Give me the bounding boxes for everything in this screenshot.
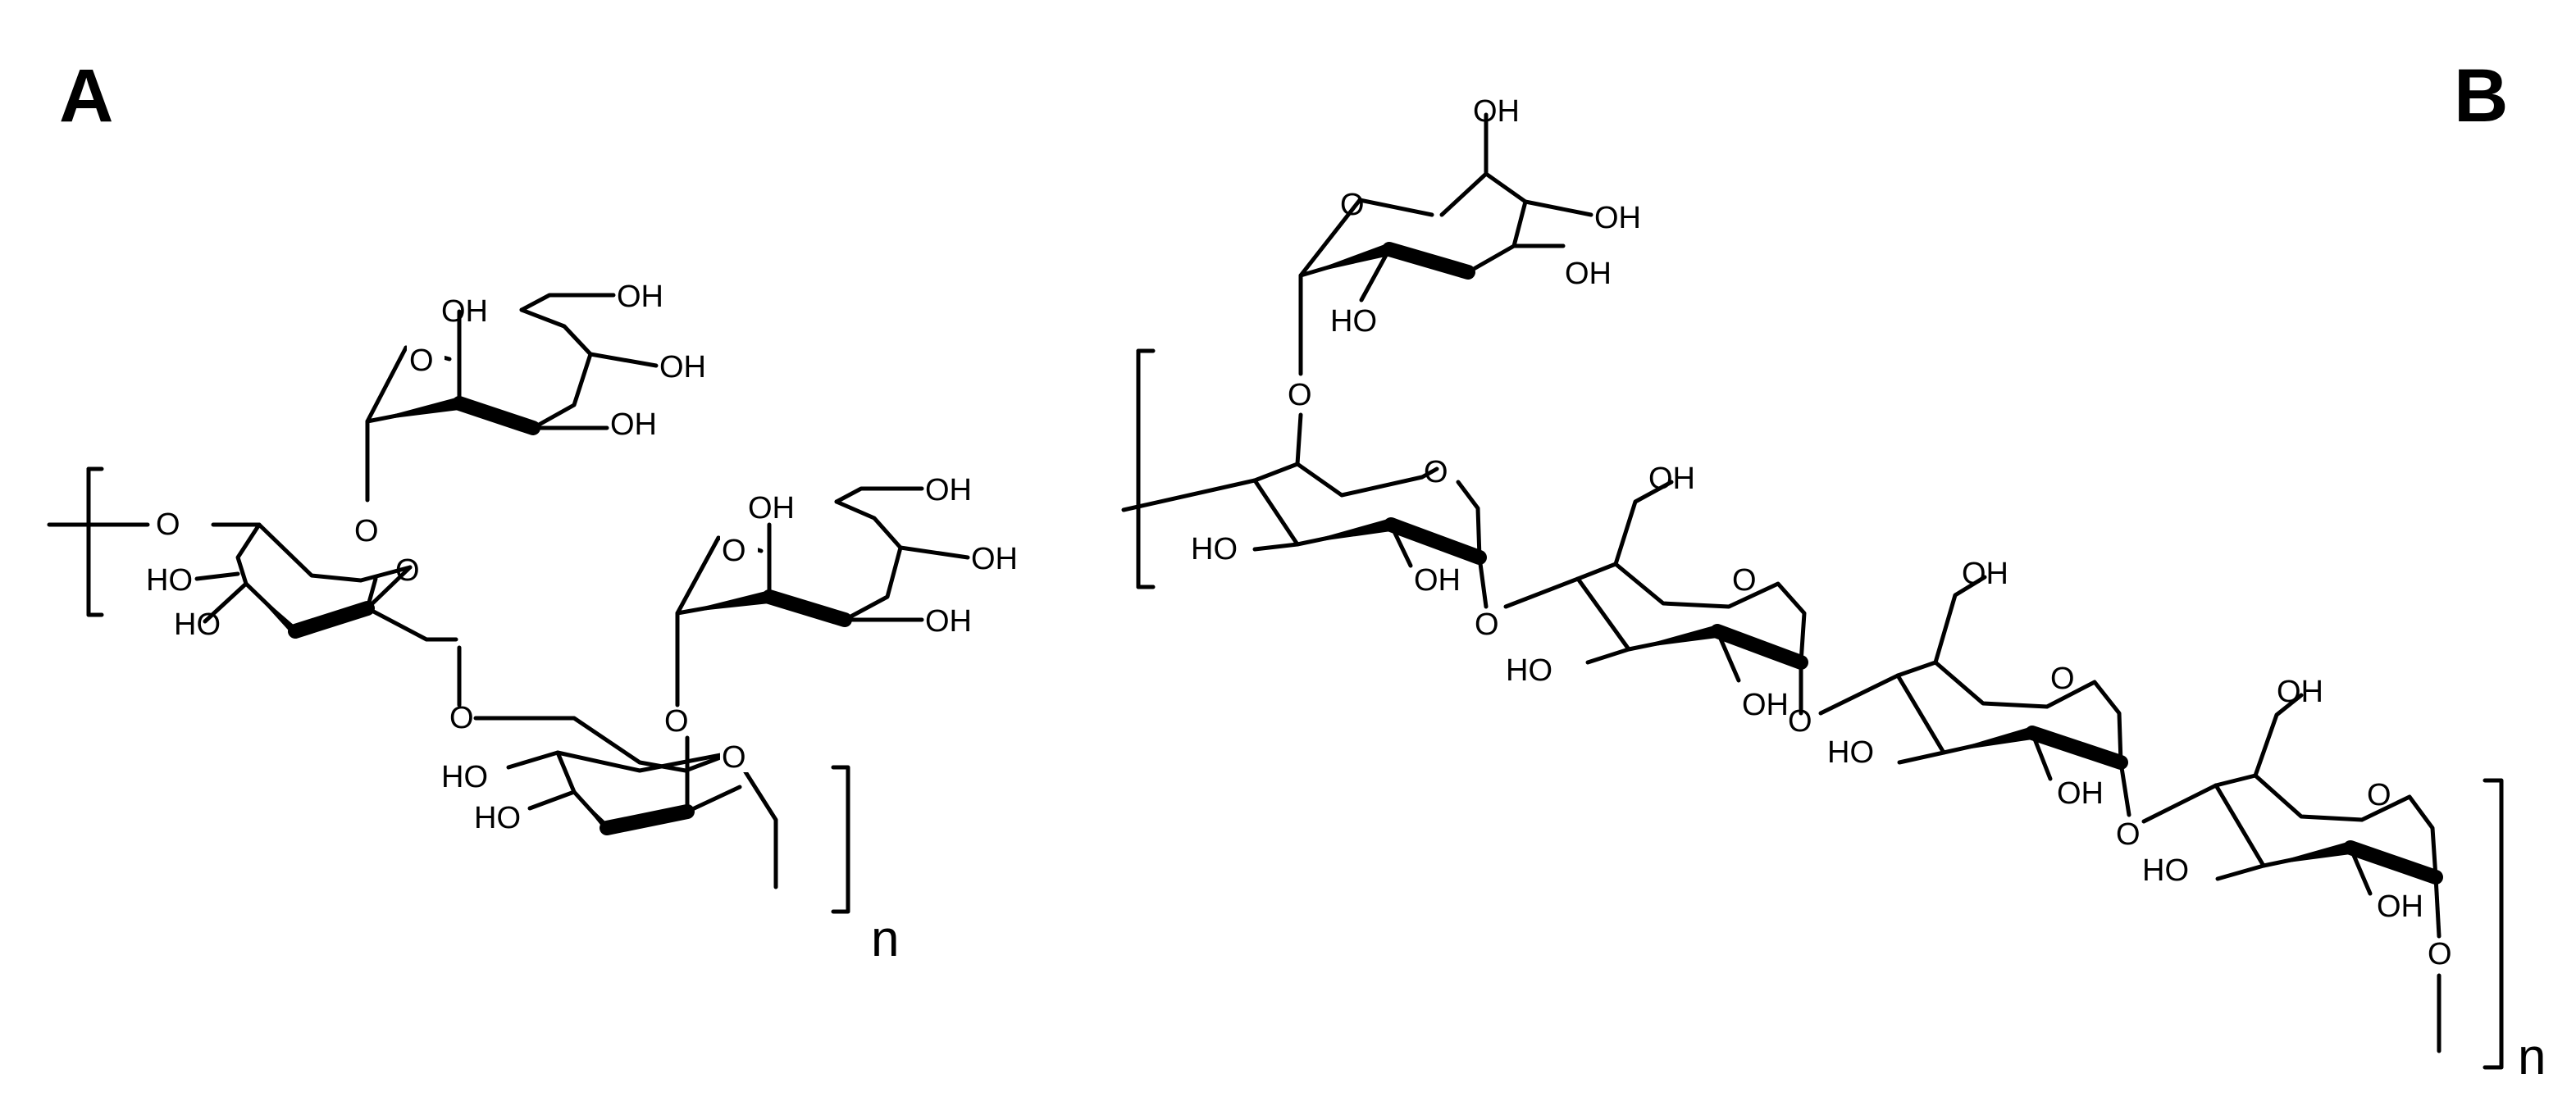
ring-a4: O HO HO bbox=[441, 716, 778, 889]
hydroxyl-a1-c3: OH bbox=[610, 407, 657, 442]
repeat-bracket-b bbox=[2483, 778, 2504, 1070]
ring-b3: OH O HO OH O bbox=[1503, 462, 1812, 739]
bridge-oxygen-a2b: O bbox=[449, 701, 474, 735]
ring-oxygen-a3: O bbox=[722, 534, 746, 568]
bridge-oxygen-b2: O bbox=[1475, 607, 1499, 642]
hydroxyl-b3-c2: OH bbox=[1742, 688, 1789, 722]
hydroxyl-b5-c3: HO bbox=[2142, 853, 2189, 888]
panel-label-a: A bbox=[59, 54, 113, 138]
hydroxyl-a1-c2: OH bbox=[659, 350, 706, 384]
hydroxyl-b1-c4: HO bbox=[1330, 304, 1377, 339]
bridge-oxygen-b3: O bbox=[1788, 704, 1812, 739]
hydroxyl-b2-c2: OH bbox=[1414, 563, 1461, 598]
hydroxyl-a4-c4: HO bbox=[441, 760, 488, 794]
hydroxyl-a4-c3: HO bbox=[474, 801, 521, 835]
ring-b1: O OH OH OH HO O bbox=[1288, 94, 1641, 412]
ring-a1: O OH OH OH OH O bbox=[354, 280, 706, 548]
hydroxyl-b1-c2: OH bbox=[1594, 201, 1641, 235]
hydroxyl-b2-c3: HO bbox=[1191, 532, 1238, 566]
bridge-oxygen-a1: O bbox=[354, 514, 379, 548]
ring-b5: OH O HO OH O bbox=[2141, 675, 2452, 1053]
ring-oxygen-b2: O bbox=[1424, 455, 1448, 489]
hydroxyl-a3-c3: OH bbox=[925, 604, 972, 639]
hydroxyl-a3-c2: OH bbox=[971, 542, 1018, 576]
bridge-oxygen-a2: O bbox=[156, 507, 180, 542]
hydroxyl-a1-c6: OH bbox=[617, 280, 663, 314]
hydroxyl-b5-c2: OH bbox=[2377, 889, 2423, 924]
hydroxyl-b4-c6: OH bbox=[1962, 557, 2008, 591]
hydroxyl-a2-c4: HO bbox=[146, 563, 193, 598]
panel-label-b: B bbox=[2454, 54, 2508, 138]
ring-a2: O O HO HO O bbox=[47, 466, 474, 735]
repeat-label-a: n bbox=[871, 911, 899, 967]
ring-a3: O OH OH OH OH O bbox=[664, 473, 1018, 739]
ring-oxygen-b3: O bbox=[1732, 563, 1757, 598]
ring-oxygen-b1: O bbox=[1340, 188, 1365, 222]
ring-oxygen-a4: O bbox=[722, 740, 746, 775]
hydroxyl-b5-c6: OH bbox=[2277, 675, 2323, 709]
ring-b2: O HO OH O bbox=[1121, 348, 1499, 642]
hydroxyl-a3-c4: OH bbox=[748, 491, 795, 525]
ring-oxygen-b4: O bbox=[2050, 662, 2075, 696]
ring-oxygen-a2: O bbox=[395, 553, 420, 588]
ring-oxygen-a1: O bbox=[409, 343, 434, 378]
hydroxyl-a2-c3: HO bbox=[174, 607, 221, 642]
hydroxyl-b1-c6: OH bbox=[1473, 94, 1520, 129]
hydroxyl-b3-c6: OH bbox=[1648, 462, 1695, 496]
ring-oxygen-b5: O bbox=[2367, 778, 2391, 812]
bridge-oxygen-b5: O bbox=[2428, 937, 2452, 971]
ring-b4: OH O HO OH O bbox=[1818, 557, 2141, 852]
hydroxyl-b4-c2: OH bbox=[2057, 776, 2104, 811]
hydroxyl-b3-c3: HO bbox=[1506, 653, 1552, 688]
hydroxyl-b4-c3: HO bbox=[1827, 735, 1874, 770]
bridge-oxygen-b4: O bbox=[2116, 817, 2141, 852]
repeat-label-b: n bbox=[2518, 1029, 2546, 1085]
hydroxyl-a1-c4: OH bbox=[441, 294, 488, 329]
structure-b: O OH OH OH HO O O HO OH O bbox=[1121, 94, 2546, 1085]
bridge-oxygen-a3: O bbox=[664, 704, 689, 739]
repeat-bracket-a bbox=[831, 765, 850, 914]
structure-a: O OH OH OH OH O O O HO HO O bbox=[47, 280, 1018, 967]
bridge-oxygen-b1: O bbox=[1288, 378, 1312, 412]
hydroxyl-b1-c3: OH bbox=[1565, 257, 1612, 291]
hydroxyl-a3-c6: OH bbox=[925, 473, 972, 507]
